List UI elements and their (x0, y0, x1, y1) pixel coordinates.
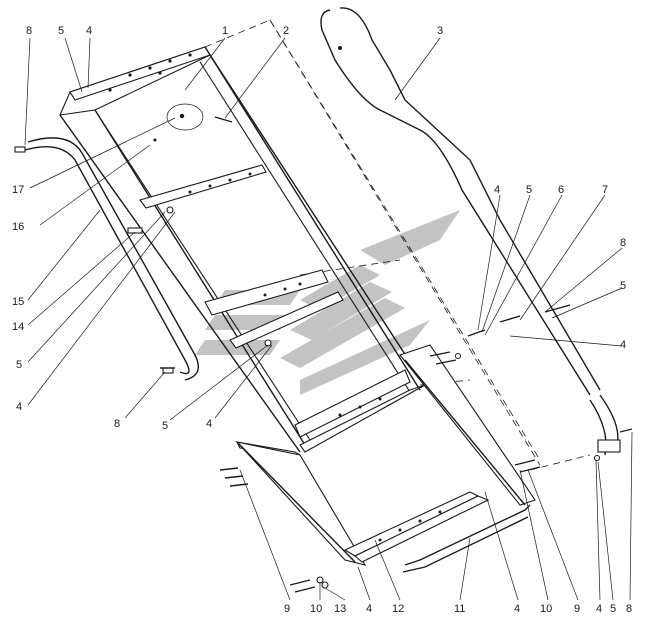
leader-lines (24, 37, 633, 601)
callout-17: 17 (12, 184, 24, 196)
callout-5: 5 (162, 420, 168, 432)
callout-11: 11 (454, 603, 465, 615)
callout-8: 8 (626, 603, 632, 615)
callout-4: 4 (494, 184, 500, 196)
callout-4: 4 (366, 603, 372, 615)
lower-frame (235, 344, 536, 573)
callout-5: 5 (16, 359, 22, 371)
callout-13: 13 (334, 603, 346, 615)
callout-5: 5 (620, 280, 626, 292)
callout-5: 5 (526, 184, 532, 196)
callout-4: 4 (620, 339, 626, 351)
callout-8: 8 (620, 237, 626, 249)
callout-5: 5 (610, 603, 616, 615)
watermark-logo (195, 210, 460, 395)
callout-6: 6 (558, 184, 564, 196)
callout-10: 10 (540, 603, 552, 615)
callout-9: 9 (574, 603, 580, 615)
callout-7: 7 (602, 184, 608, 196)
callout-1: 1 (222, 25, 228, 37)
callout-10: 10 (310, 603, 322, 615)
callout-9: 9 (284, 603, 290, 615)
left-handrail (14, 137, 199, 381)
callout-8: 8 (114, 418, 120, 430)
callout-4: 4 (596, 603, 602, 615)
callout-8: 8 (26, 25, 32, 37)
callout-16: 16 (12, 221, 24, 233)
callout-2: 2 (283, 25, 289, 37)
callout-labels: 8 5 4 1 2 3 17 16 15 14 5 4 8 5 4 4 5 6 … (12, 25, 632, 615)
mounting-holes (108, 53, 382, 417)
callout-4: 4 (86, 25, 92, 37)
callout-12: 12 (392, 603, 404, 615)
callout-14: 14 (12, 321, 24, 333)
callout-4: 4 (514, 603, 520, 615)
callout-15: 15 (12, 296, 24, 308)
callout-4: 4 (16, 401, 22, 413)
ladder-frame (59, 46, 426, 456)
callout-4: 4 (206, 418, 212, 430)
callout-5: 5 (58, 25, 64, 37)
callout-3: 3 (437, 25, 443, 37)
right-handrail (320, 7, 621, 456)
